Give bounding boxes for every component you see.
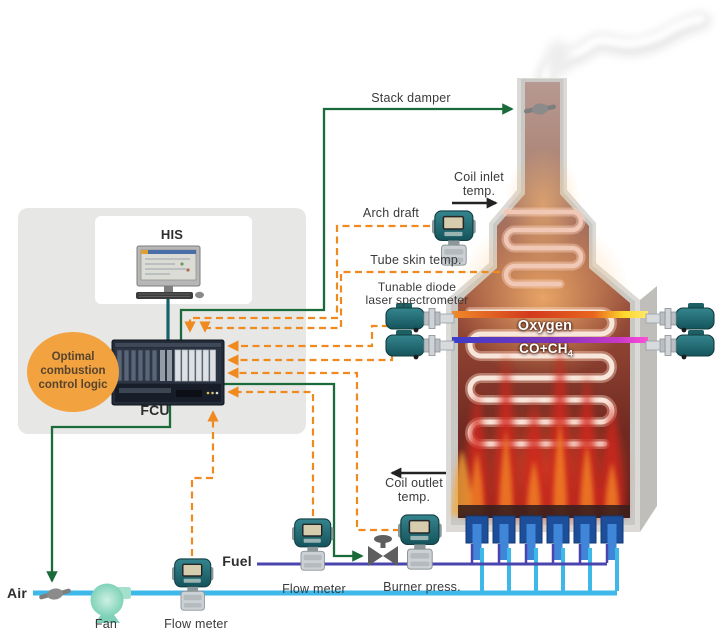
- control-valve-icon: [368, 535, 398, 566]
- air-damper-icon: [41, 585, 69, 604]
- spectrometer-icon-left-top: [385, 302, 455, 333]
- coil-outlet-temp-label: Coil outlet temp.: [385, 476, 443, 504]
- smoke-icon: [536, 12, 711, 89]
- his-label: HIS: [160, 227, 184, 242]
- stack-damper-signal-line: [179, 103, 514, 340]
- co-ch4-beam-label: CO+CH4: [519, 341, 573, 359]
- tube-skin-temp-label: Tube skin temp.: [370, 253, 462, 267]
- spectrometer-icon-left-bottom: [385, 329, 455, 360]
- fuel-flow-meter-label: Flow meter: [282, 582, 346, 596]
- transmitter-icon-air-flow: [171, 558, 215, 611]
- co-ch4-laser-beam: [452, 337, 648, 343]
- air-damper-signal-line: [46, 404, 172, 583]
- fuel-flow-signal-line: [227, 386, 315, 516]
- air-flow-signal-line: [190, 410, 219, 556]
- fcu-label: FCU: [140, 402, 170, 418]
- oxygen-laser-beam: [452, 311, 648, 318]
- fan-icon: [90, 583, 131, 623]
- transmitter-icon-burner-press: [397, 514, 443, 570]
- monitor-icon: [136, 245, 204, 299]
- air-flow-meter-label: Flow meter: [164, 617, 228, 631]
- tube-skin-signal-line: [199, 270, 500, 333]
- arch-draft-signal-line: [184, 224, 430, 333]
- spectrometer-oxygen-signal-line: [227, 324, 389, 352]
- mouse-icon: [195, 291, 204, 299]
- fuel-label: Fuel: [222, 553, 252, 569]
- fan-label: Fan: [94, 617, 118, 631]
- burner-icons: [465, 515, 624, 560]
- air-label: Air: [6, 585, 28, 601]
- flames-icon: [452, 342, 625, 516]
- tdls-label: Tunable diode laser spectrometer: [365, 280, 469, 308]
- stack-damper-label: Stack damper: [371, 91, 451, 105]
- spectrometer-co-signal-line: [227, 354, 394, 366]
- logic-line: Optimal: [51, 351, 95, 364]
- burner-press-label: Burner press.: [383, 580, 461, 594]
- coil-inlet-temp-label: Coil inlet temp.: [454, 170, 504, 198]
- oxygen-beam-label: Oxygen: [517, 318, 573, 334]
- burner-press-signal-line: [227, 367, 400, 532]
- arch-draft-label: Arch draft: [362, 206, 420, 220]
- fuel-branch-lines: [470, 544, 609, 563]
- logic-line: combustion: [40, 365, 106, 378]
- fcu-rack-icon: [111, 339, 225, 406]
- logic-line: control logic: [38, 378, 108, 391]
- air-branch-lines: [480, 548, 619, 591]
- optimal-combustion-logic-badge: Optimal combustion control logic: [27, 332, 119, 412]
- fuel-valve-signal-line: [224, 382, 364, 562]
